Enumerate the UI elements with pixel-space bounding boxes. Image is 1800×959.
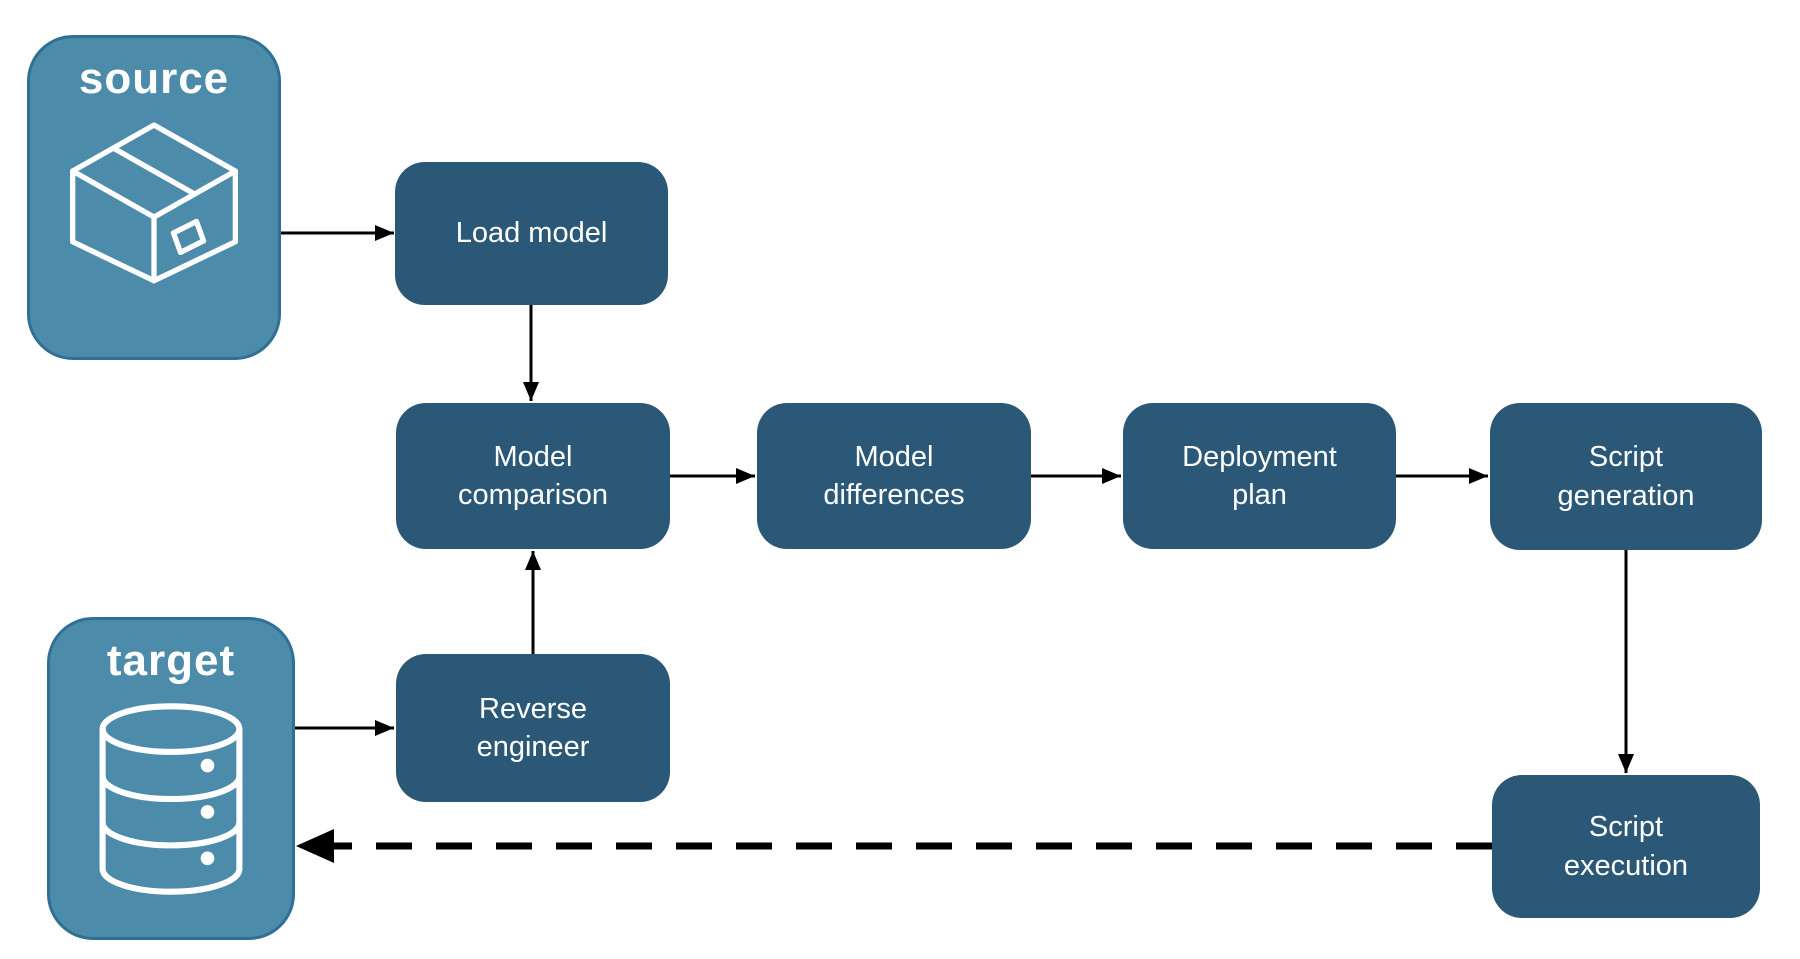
node-reverse-engineer: Reverse engineer bbox=[396, 654, 670, 802]
node-model-comparison: Model comparison bbox=[396, 403, 670, 549]
package-icon bbox=[65, 118, 243, 291]
terminal-source: source bbox=[27, 35, 281, 360]
source-label: source bbox=[78, 54, 230, 103]
node-script-generation: Script generation bbox=[1490, 403, 1762, 550]
dashed-arrowhead bbox=[296, 829, 334, 863]
terminal-target: target bbox=[47, 617, 295, 940]
node-load-model: Load model bbox=[395, 162, 668, 305]
target-label: target bbox=[106, 636, 236, 685]
node-script-execution: Script execution bbox=[1492, 775, 1760, 918]
node-deployment-plan: Deployment plan bbox=[1123, 403, 1396, 549]
node-model-differences: Model differences bbox=[757, 403, 1031, 549]
database-icon bbox=[95, 700, 247, 903]
